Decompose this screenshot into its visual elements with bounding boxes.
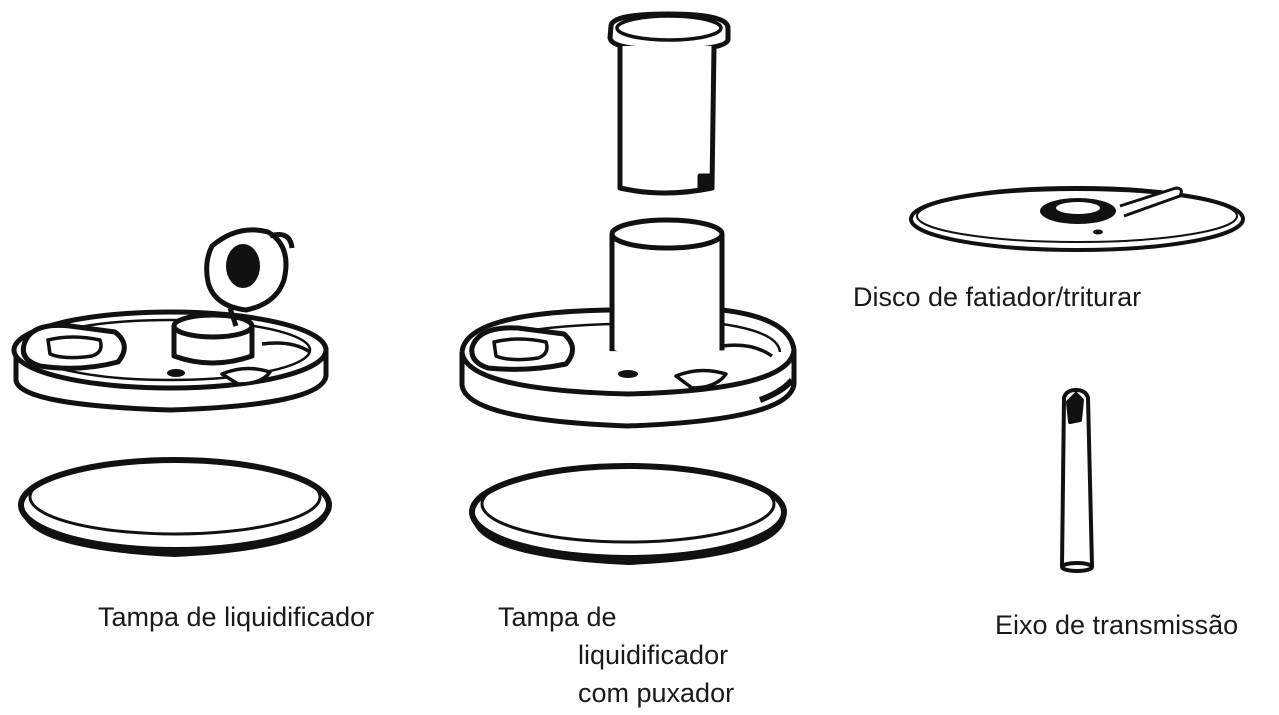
blender-lid-drawing — [14, 230, 329, 555]
label-pusher-lid-line2: liquidificador — [498, 636, 734, 674]
label-pusher-lid-line1: Tampa de — [498, 602, 617, 632]
slicing-disc-drawing — [911, 188, 1243, 250]
label-pusher-lid: Tampa de liquidificador com puxador — [498, 598, 734, 712]
blender-lid-center-boss — [174, 315, 252, 337]
label-blender-lid: Tampa de liquidificador — [98, 598, 374, 636]
pusher-lid-feed-tube — [612, 234, 722, 361]
label-pusher-lid-line3: com puxador — [498, 674, 734, 712]
pusher-body — [620, 46, 714, 193]
label-drive-shaft: Eixo de transmissão — [995, 606, 1238, 644]
pusher-lid-drawing — [462, 14, 794, 563]
label-slicing-disc: Disco de fatiador/triturar — [853, 278, 1141, 316]
drive-shaft-drawing — [1062, 390, 1092, 571]
